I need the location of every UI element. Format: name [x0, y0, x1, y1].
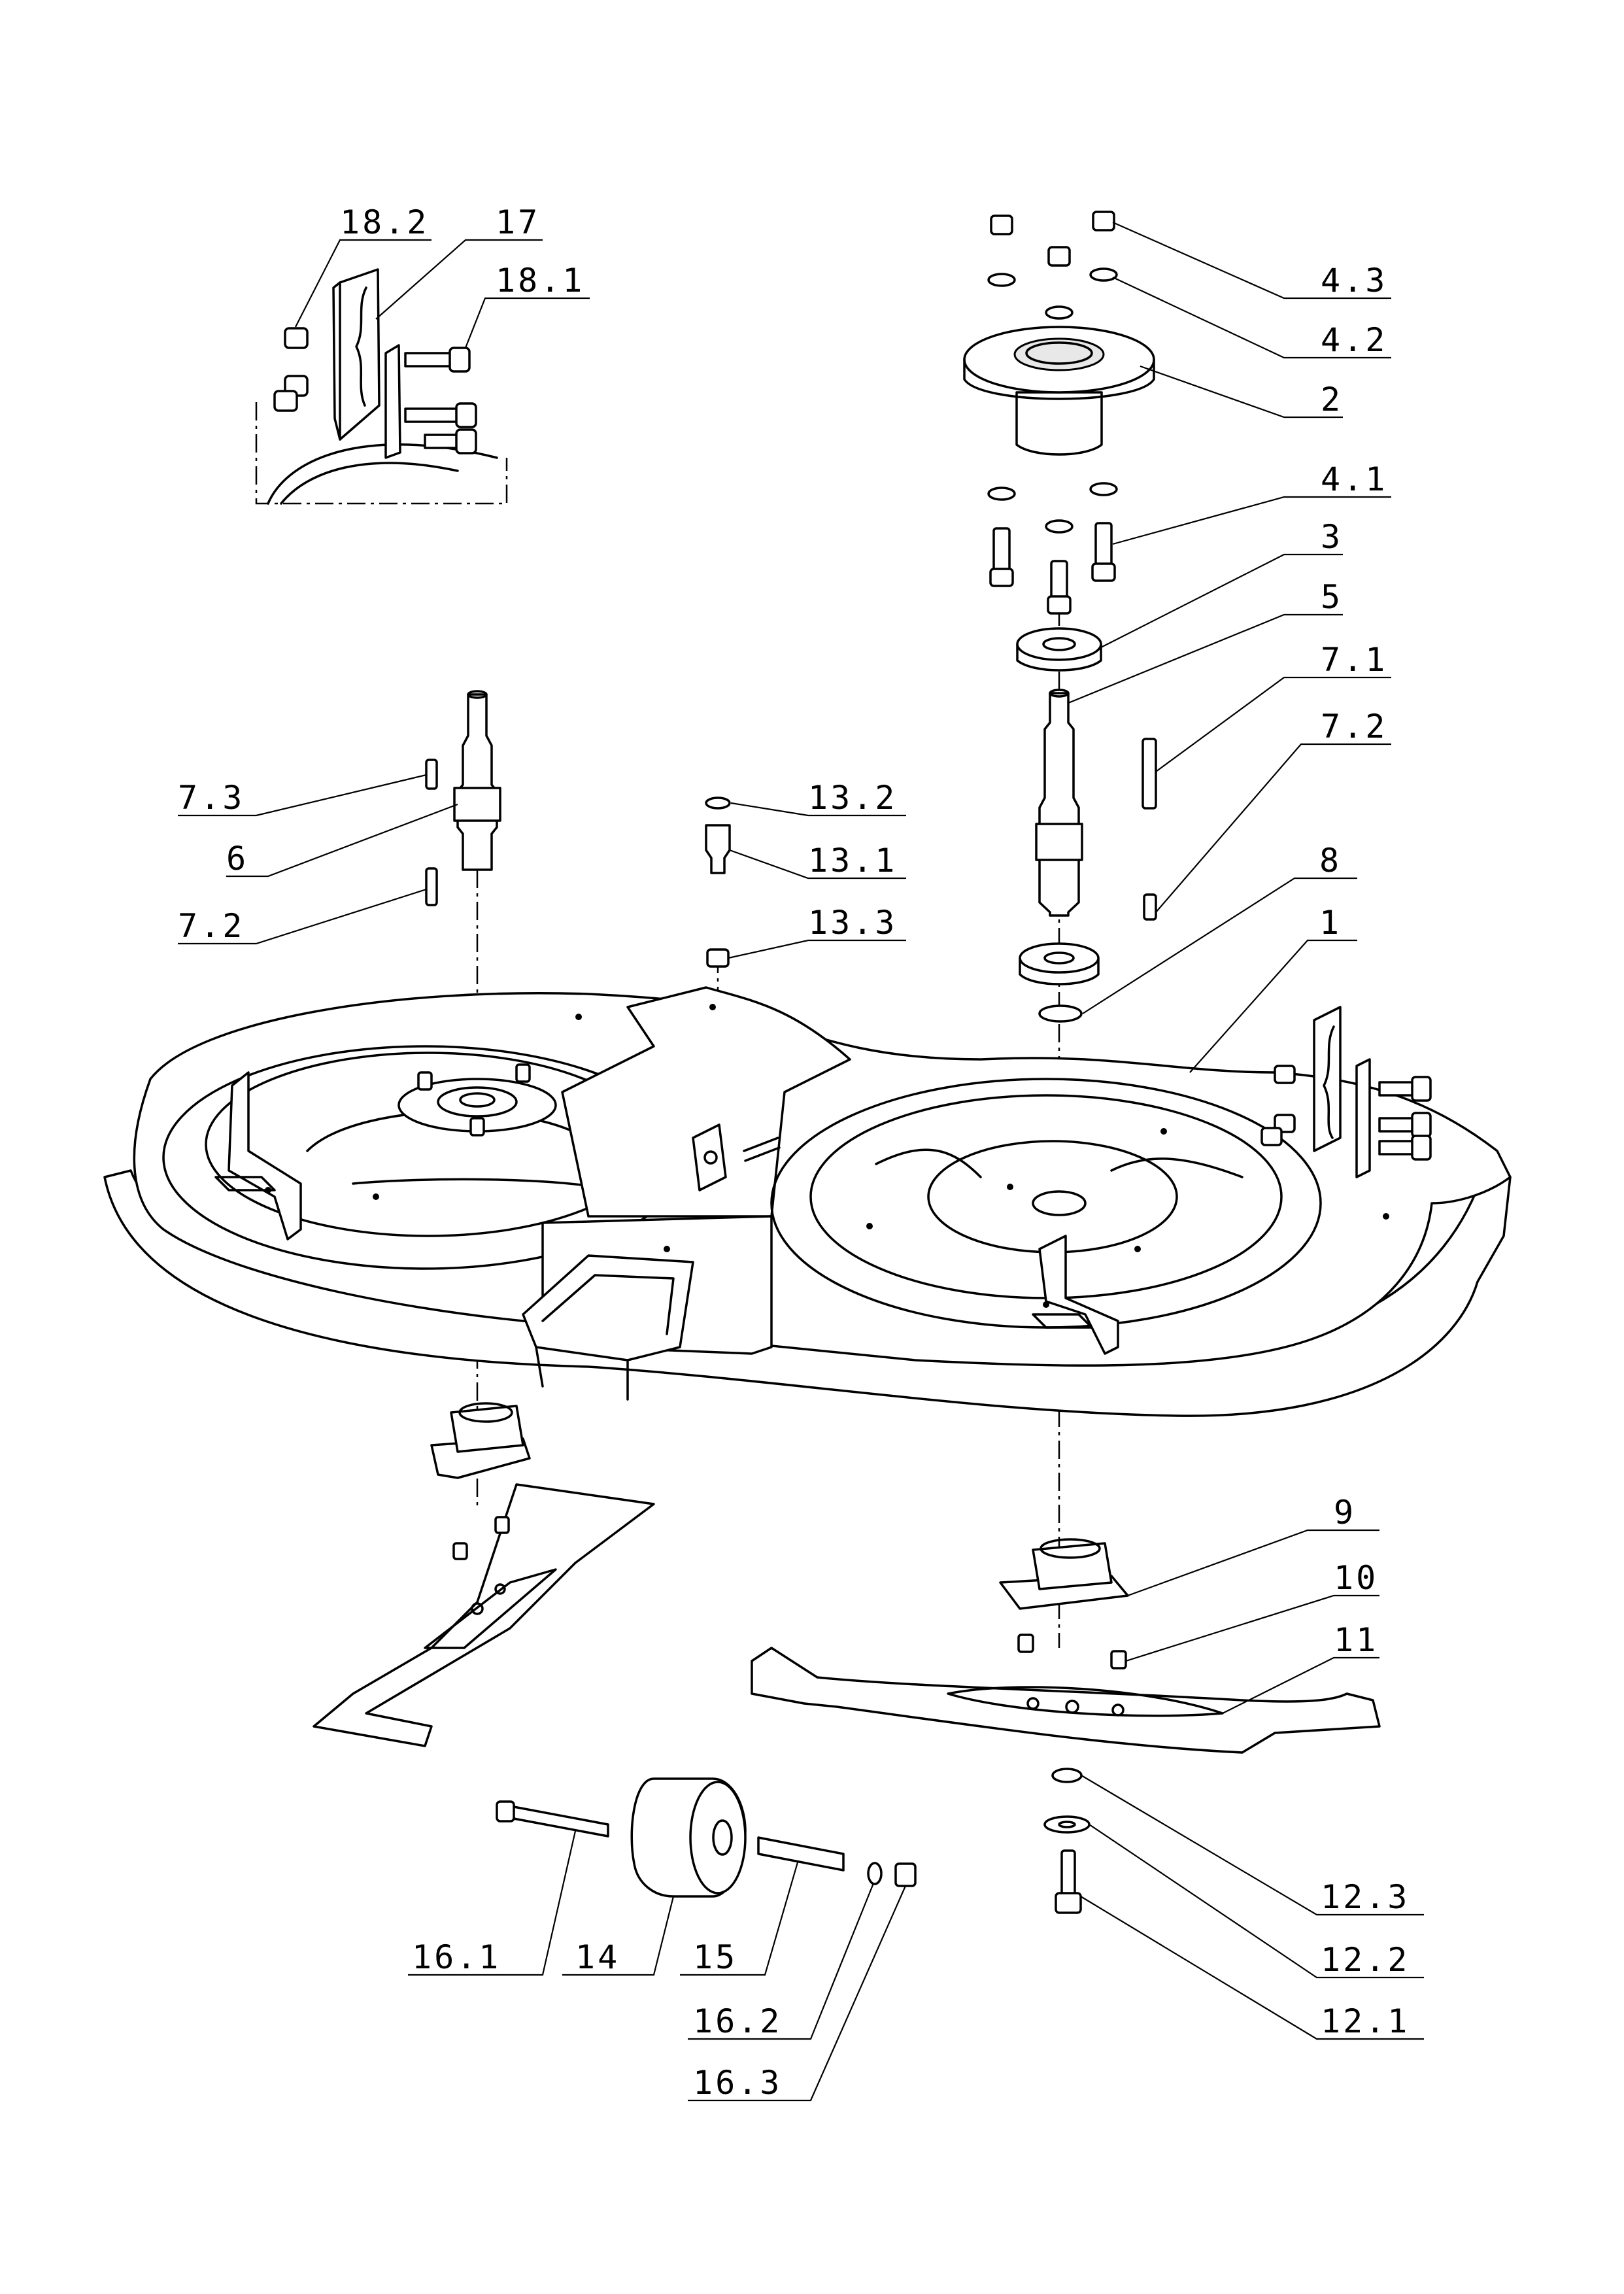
callout-18-1: 18.1: [496, 262, 584, 300]
callout-7-1: 7.1: [1321, 641, 1387, 679]
grease-fitting-assembly: [705, 796, 731, 1020]
callout-10: 10: [1334, 1559, 1378, 1597]
left-blade-assembly: [313, 1402, 655, 1747]
callout-12-1: 12.1: [1321, 2002, 1410, 2040]
callout-4-2: 4.2: [1321, 321, 1387, 359]
callout-6: 6: [226, 840, 248, 878]
callout-13-3: 13.3: [808, 904, 897, 942]
callout-2: 2: [1321, 381, 1343, 419]
callout-leaders: [178, 221, 1424, 2102]
callout-18-2: 18.2: [340, 203, 429, 241]
callout-15: 15: [693, 1938, 737, 1976]
callout-1: 1: [1319, 904, 1342, 942]
callout-17: 17: [496, 203, 540, 241]
left-spindle-assembly: [425, 690, 501, 1511]
callout-labels: 18.2 17 18.1 4.3 4.2 2 4.1 3 5 7.1 7.2 7…: [178, 203, 1410, 2102]
callout-12-3: 12.3: [1321, 1878, 1410, 1916]
callout-13-2: 13.2: [808, 779, 897, 817]
callout-3: 3: [1321, 518, 1343, 556]
callout-11: 11: [1334, 1621, 1378, 1659]
callout-4-1: 4.1: [1321, 460, 1387, 498]
right-blade-assembly: [751, 1538, 1381, 1914]
callout-9: 9: [1334, 1494, 1356, 1532]
callout-7-3: 7.3: [178, 779, 245, 817]
callout-16-2: 16.2: [693, 2002, 782, 2040]
callout-16-3: 16.3: [693, 2064, 782, 2102]
callout-4-3: 4.3: [1321, 262, 1387, 300]
callout-7-2-right: 7.2: [1321, 708, 1387, 745]
detail-inset-height-adjuster: [255, 268, 508, 505]
callout-8: 8: [1319, 842, 1342, 880]
mower-deck: [103, 986, 1512, 1417]
wheel-assembly: [496, 1777, 917, 1898]
callout-7-2-left: 7.2: [178, 907, 245, 945]
callout-14: 14: [575, 1938, 620, 1976]
callout-12-2: 12.2: [1321, 1941, 1410, 1979]
callout-5: 5: [1321, 578, 1343, 616]
right-spindle-assembly: [963, 211, 1157, 1648]
callout-13-1: 13.1: [808, 842, 897, 880]
callout-16-1: 16.1: [412, 1938, 501, 1976]
